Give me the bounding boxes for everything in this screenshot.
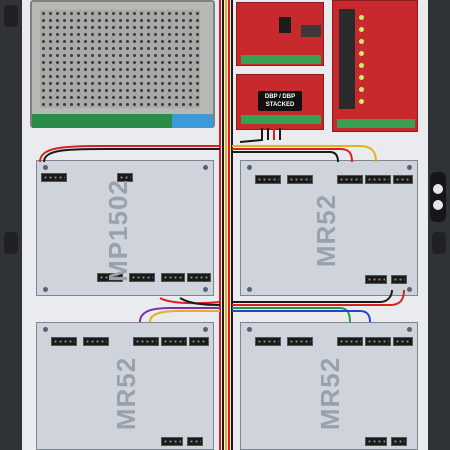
- mount-hole-icon: [43, 165, 48, 170]
- controller-panel-mr52-b: [36, 322, 214, 450]
- mount-hole-icon: [43, 327, 48, 332]
- terminal-block: [287, 337, 313, 346]
- power-supply: [30, 0, 215, 128]
- mount-hole-icon: [203, 327, 208, 332]
- terminal-block: [365, 337, 391, 346]
- wire-bundle-top: [39, 128, 377, 163]
- controller-panel-mr52-c: [240, 322, 418, 450]
- terminal-block: [187, 437, 203, 446]
- terminal-block: [287, 175, 313, 184]
- terminal-block: [337, 175, 363, 184]
- terminal-block: [51, 337, 77, 346]
- terminal-block: [133, 337, 159, 346]
- terminal-block: [241, 115, 321, 124]
- terminal-block: [83, 337, 109, 346]
- terminal-block: [337, 337, 363, 346]
- hinge-icon: [432, 232, 446, 254]
- led-icon: [359, 99, 364, 104]
- mount-hole-icon: [247, 287, 252, 292]
- terminal-block: [393, 337, 413, 346]
- relay-bank: [339, 9, 355, 109]
- left-rail: [0, 0, 22, 450]
- chip-icon: [279, 17, 291, 33]
- relay-board: [332, 0, 418, 132]
- door-latch[interactable]: [430, 172, 446, 222]
- terminal-block: [129, 273, 155, 282]
- mount-hole-icon: [203, 165, 208, 170]
- mount-hole-icon: [43, 287, 48, 292]
- latch-screw-icon: [433, 200, 443, 210]
- latch-screw-icon: [433, 184, 443, 194]
- led-icon: [359, 51, 364, 56]
- hinge-icon: [4, 5, 18, 27]
- terminal-block: [161, 273, 185, 282]
- terminal-block: [41, 173, 67, 182]
- mount-hole-icon: [247, 327, 252, 332]
- mount-hole-icon: [203, 287, 208, 292]
- mount-hole-icon: [407, 165, 412, 170]
- terminal-block: [391, 437, 407, 446]
- terminal-block: [365, 437, 387, 446]
- led-icon: [359, 87, 364, 92]
- right-rail: [428, 0, 450, 450]
- wire-bundle-vertical: [219, 0, 233, 450]
- terminal-block: [187, 273, 211, 282]
- controller-board-top: [236, 2, 324, 66]
- controller-panel-mp1502: [36, 160, 214, 296]
- led-icon: [359, 27, 364, 32]
- terminal-block: [189, 337, 209, 346]
- wire-bundle-middle: [139, 289, 405, 323]
- dbp-label-line1: DBP / DBP: [264, 94, 296, 100]
- terminal-block: [161, 437, 183, 446]
- mount-hole-icon: [247, 165, 252, 170]
- psu-grill: [40, 10, 200, 108]
- led-icon: [359, 75, 364, 80]
- terminal-block: [365, 275, 387, 284]
- psu-terminal-block-blue: [172, 114, 213, 128]
- led-icon: [359, 39, 364, 44]
- terminal-block: [393, 175, 413, 184]
- terminal-block: [337, 119, 415, 128]
- dbp-label: DBP / DBP STACKED: [258, 91, 302, 111]
- dbp-label-line2: STACKED: [265, 102, 295, 108]
- mount-hole-icon: [407, 287, 412, 292]
- terminal-block: [255, 175, 281, 184]
- display-icon: [301, 25, 321, 37]
- terminal-block: [241, 55, 321, 64]
- mount-hole-icon: [407, 327, 412, 332]
- led-icon: [359, 15, 364, 20]
- terminal-block: [391, 275, 407, 284]
- controller-panel-mr52-a: [240, 160, 418, 296]
- terminal-block: [365, 175, 391, 184]
- terminal-block: [161, 337, 187, 346]
- terminal-block: [117, 173, 133, 182]
- led-icon: [359, 63, 364, 68]
- terminal-block: [97, 273, 123, 282]
- psu-terminal-block: [32, 114, 213, 128]
- terminal-block: [255, 337, 281, 346]
- hinge-icon: [4, 232, 18, 254]
